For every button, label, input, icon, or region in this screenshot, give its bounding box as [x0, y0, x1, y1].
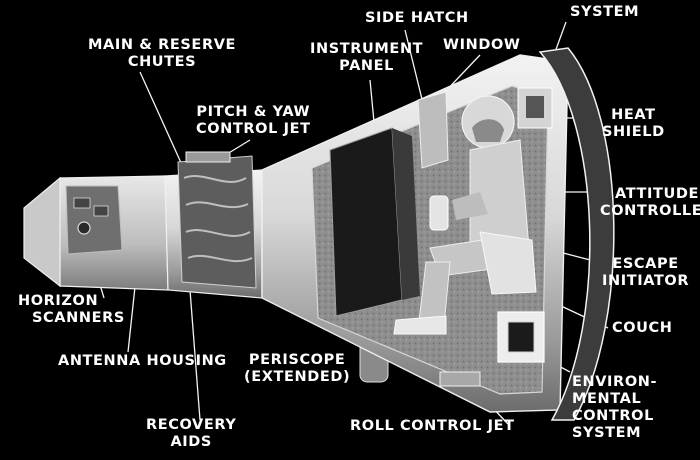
- horizon-scanner-bay: [65, 185, 123, 255]
- label-attitude-controller: ATTITUDE CONTROLLER: [600, 186, 700, 219]
- astronaut: [393, 95, 531, 335]
- system-box-inner: [526, 96, 544, 118]
- scanner-unit: [73, 197, 91, 209]
- label-escape-initiator: ESCAPE INITIATOR: [602, 256, 690, 289]
- instrument-panel-shape: [329, 127, 403, 317]
- nose-tip: [23, 176, 61, 288]
- chute-folds: [183, 175, 253, 263]
- label-main-reserve-chutes: MAIN & RESERVE CHUTES: [88, 37, 237, 70]
- label-side-hatch: SIDE HATCH: [365, 10, 469, 26]
- label-instrument-panel: INSTRUMENT PANEL: [310, 41, 424, 74]
- label-horizon-scanners: HORIZON SCANNERS: [18, 293, 125, 326]
- label-pitch-yaw-jet: PITCH & YAW CONTROL JET: [196, 104, 311, 137]
- label-antenna-housing: ANTENNA HOUSING: [58, 353, 227, 369]
- pitch-yaw-jet: [185, 151, 231, 163]
- label-system: SYSTEM: [570, 4, 640, 20]
- roll-control-jet-shape: [439, 371, 481, 387]
- ecs-inner: [507, 321, 535, 353]
- couch-shape: [479, 231, 537, 295]
- attitude-controller-stick: [429, 195, 449, 231]
- label-roll-control-jet: ROLL CONTROL JET: [350, 418, 515, 434]
- label-environmental-control-system: ENVIRON- MENTAL CONTROL SYSTEM: [572, 374, 658, 441]
- heat-shield-shape: [538, 47, 615, 421]
- scanner-unit-2: [93, 205, 109, 217]
- horizon-scanner-lens: [77, 221, 91, 235]
- label-window: WINDOW: [443, 37, 521, 53]
- instrument-panel-side: [392, 128, 420, 300]
- label-couch: COUCH: [612, 320, 673, 336]
- label-periscope: PERISCOPE (EXTENDED): [244, 352, 351, 385]
- label-heat-shield: HEAT SHIELD: [602, 107, 665, 140]
- label-recovery-aids: RECOVERY AIDS: [146, 417, 237, 450]
- window-shape: [417, 91, 449, 169]
